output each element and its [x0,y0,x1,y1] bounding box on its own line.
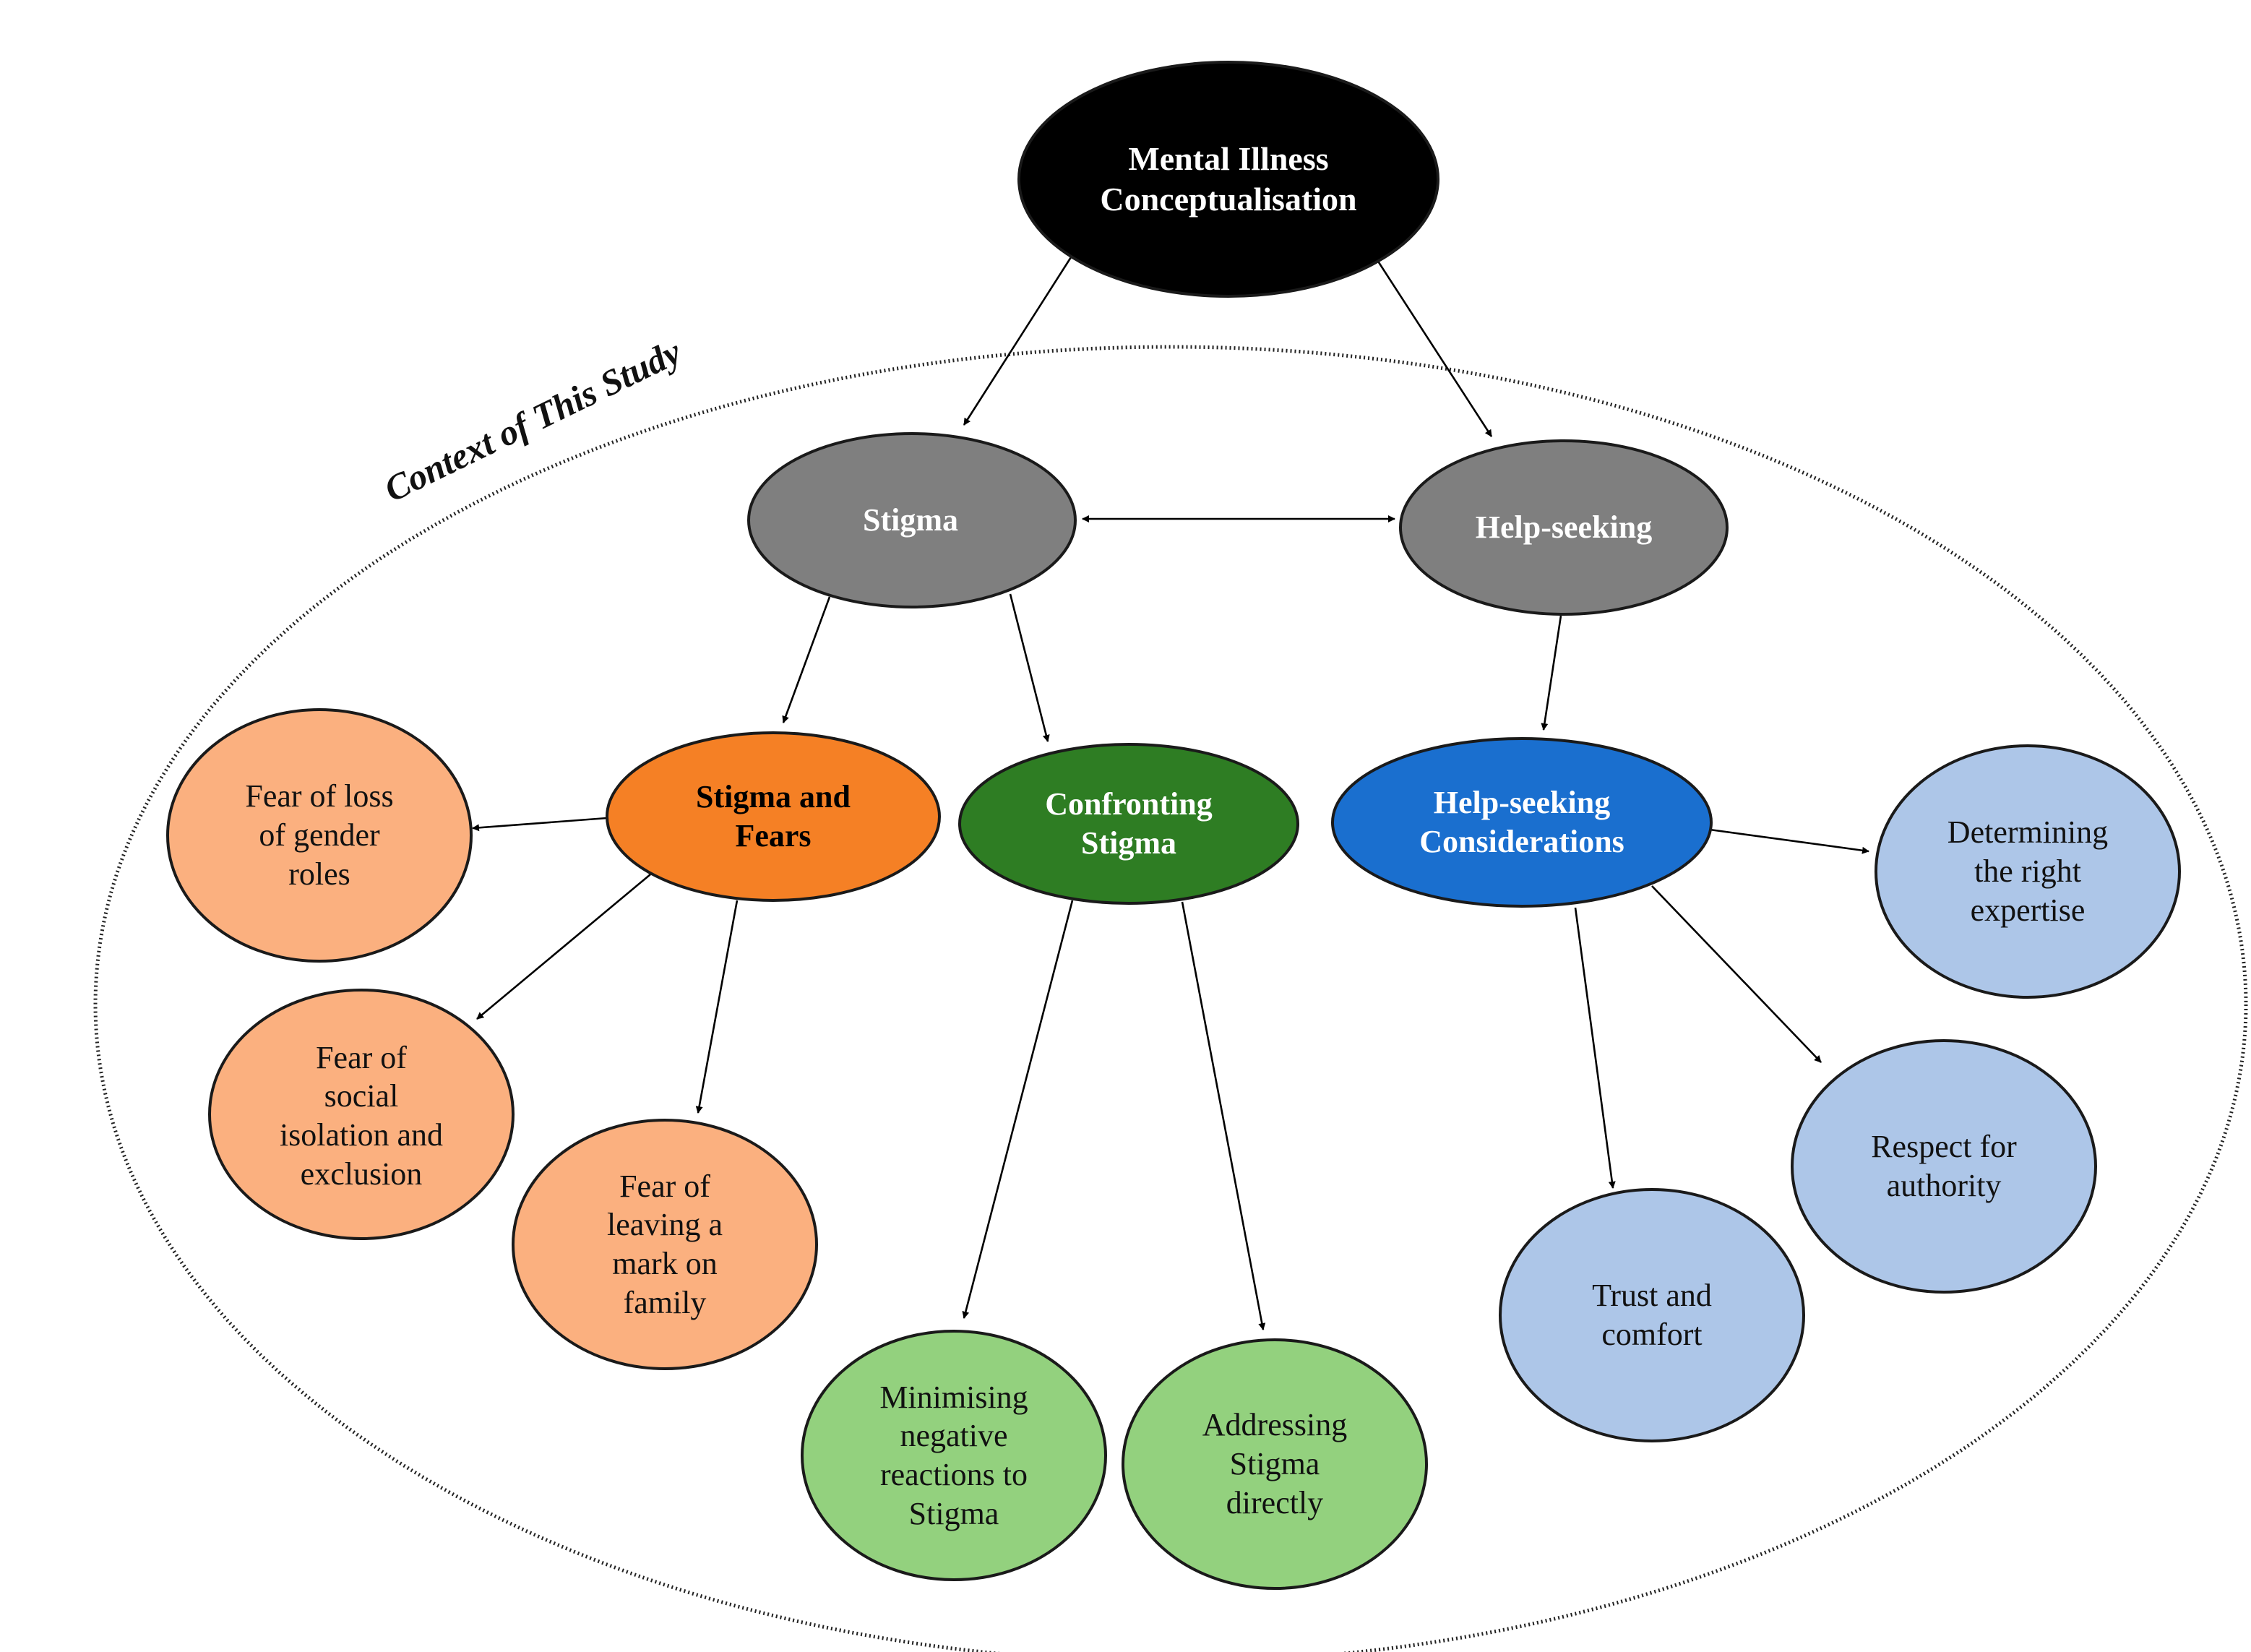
arrow-considerations-to-expertise [1709,828,1869,854]
node-help-seeking [1399,439,1729,616]
label-stigma: Stigma [863,502,958,538]
arrow-confronting-to-addressing [1181,901,1266,1330]
label-fear-mark-family: Fear of leaving a mark on family [606,1168,723,1320]
label-respect-authority: Respect for authority [1871,1129,2017,1203]
label-minimising-reactions: Minimising negative reactions to Stigma [879,1379,1028,1531]
arrow-confronting-to-minimising [962,900,1074,1319]
label-trust-comfort: Trust and comfort [1592,1278,1712,1352]
arrow-considerations-to-trust [1574,907,1616,1189]
node-fear-social-isolation [208,989,515,1240]
label-mental-illness: Mental Illness Conceptualisation [1100,139,1357,218]
node-respect-authority [1791,1039,2097,1294]
node-stigma [747,432,1077,608]
label-fear-social-isolation: Fear of social isolation and exclusion [279,1039,444,1192]
label-confronting-stigma: Confronting Stigma [1045,786,1213,861]
nodes [166,61,2181,1590]
label-determining-expertise: Determining the right expertise [1947,814,2109,928]
arrow-fears-to-isolation [476,874,651,1020]
node-stigma-fears [606,731,941,902]
label-help-seeking-considerations: Help-seeking Considerations [1419,785,1624,859]
label-help-seeking: Help-seeking [1475,509,1653,546]
arrow-fears-to-gender [472,817,608,832]
node-minimising-reactions [801,1330,1107,1581]
node-mental-illness [1017,61,1439,298]
connectors [472,257,1869,1330]
node-fear-gender-roles [166,708,473,963]
arrow-mental-to-stigma [963,257,1072,426]
arrow-considerations-to-authority [1651,885,1822,1063]
arrow-stigma-to-confronting [1009,593,1050,742]
arrow-stigma-to-stigmafears [782,596,831,723]
arrow-mental-to-helpseeking [1376,259,1493,437]
label-addressing-stigma: Addressing Stigma directly [1202,1407,1348,1520]
label-stigma-fears: Stigma and Fears [696,779,851,853]
arrow-helpseeking-to-considerations [1541,615,1562,731]
node-determining-expertise [1875,744,2181,999]
node-confronting-stigma [958,743,1299,905]
label-fear-gender-roles: Fear of loss of gender roles [245,778,394,892]
node-addressing-stigma [1122,1338,1428,1590]
context-boundary [93,345,2248,1652]
node-help-seeking-considerations [1331,737,1713,908]
node-fear-mark-family [512,1119,818,1370]
node-trust-comfort [1499,1188,1805,1442]
arrow-fears-to-family [695,900,739,1114]
